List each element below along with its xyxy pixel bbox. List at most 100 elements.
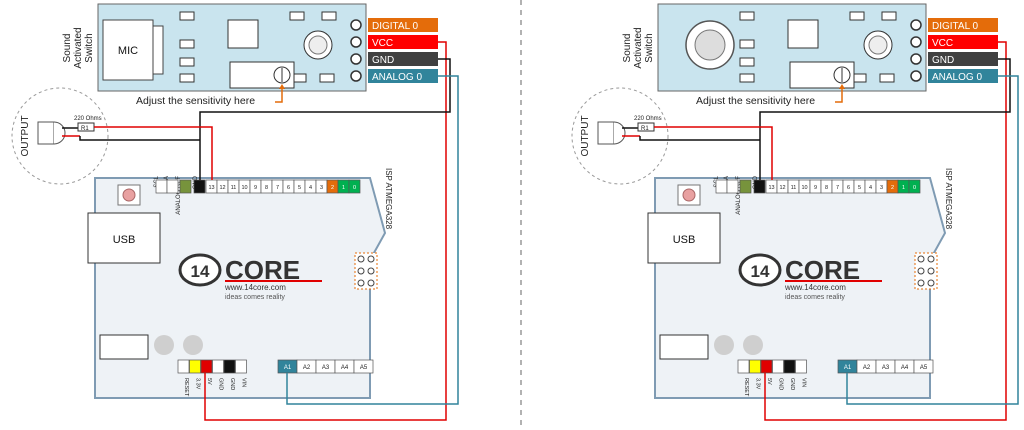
digital-pin-label: 10 xyxy=(241,185,247,191)
sensor-smd-part xyxy=(739,11,755,21)
mic-neck xyxy=(152,25,164,75)
analog-pin xyxy=(353,359,374,374)
power-pin xyxy=(189,359,201,374)
digital-pin-label: 0 xyxy=(353,185,356,191)
isp-pin xyxy=(927,267,935,275)
power-pin xyxy=(772,359,784,374)
digital-pin-label: 4 xyxy=(309,185,312,191)
output-label: OUTPUT xyxy=(20,115,31,156)
digital-pin-label: 9 xyxy=(814,185,817,191)
power-pin xyxy=(737,359,750,374)
power-pin-label: 5V xyxy=(206,378,212,385)
led-dome xyxy=(613,121,626,145)
logo-tagline: ideas comes reality xyxy=(225,294,285,301)
sensor-smd-part xyxy=(739,57,755,67)
isp-pin xyxy=(917,279,925,287)
capacitor xyxy=(183,335,203,355)
power-pin xyxy=(177,359,190,374)
sensor-smd-part xyxy=(319,73,335,83)
power-pin-label: RESET xyxy=(183,378,189,397)
header-slot xyxy=(155,179,168,194)
mic-capsule-inner xyxy=(694,29,726,61)
power-pin-label: GND xyxy=(778,378,784,390)
digital-pin-label: 6 xyxy=(847,185,850,191)
digital-pin-label: 13 xyxy=(208,185,214,191)
usb-label: USB xyxy=(113,234,136,246)
power-jack xyxy=(659,334,709,360)
sensor-pin-label: DIGITAL 0 xyxy=(932,21,979,32)
sensor-pin-box xyxy=(368,35,438,49)
analog-pin xyxy=(913,359,934,374)
resistor-value: 220 Ohms xyxy=(634,116,662,122)
digital-pin-label: 3 xyxy=(320,185,323,191)
isp-pin xyxy=(917,267,925,275)
led-body xyxy=(37,121,55,145)
sensor-header-pin xyxy=(910,70,922,82)
usb-connector xyxy=(87,212,161,264)
sensor-chip xyxy=(787,19,819,49)
logo-number: 14 xyxy=(191,262,210,281)
sensor-pin-box xyxy=(928,69,998,83)
sensor-header-pin xyxy=(910,19,922,31)
led-outline xyxy=(11,87,109,185)
sensor-smd-part xyxy=(879,73,895,83)
sensor-header-pin xyxy=(910,53,922,65)
digital-pin-label: 7 xyxy=(276,185,279,191)
digital-pin-label: 2 xyxy=(331,185,334,191)
power-pin-label: GND xyxy=(789,378,795,390)
header-slot xyxy=(715,179,728,194)
logo-number: 14 xyxy=(751,262,770,281)
isp-pin xyxy=(357,255,365,263)
wire-led-cathode xyxy=(639,136,760,141)
wire-led-anode xyxy=(94,126,213,180)
sensitivity-hint: Adjust the sensitivity here xyxy=(136,95,255,107)
isp-pin xyxy=(367,279,375,287)
analog-pin-label: A4 xyxy=(901,365,909,371)
sensor-pin-label: ANALOG 0 xyxy=(932,72,982,83)
sensor-pin-box xyxy=(928,52,998,66)
hint-arrow xyxy=(835,86,843,103)
sensor-pin-box xyxy=(928,35,998,49)
hint-arrowhead xyxy=(279,84,285,89)
logo-badge xyxy=(738,253,782,287)
analog-pin-label: A1 xyxy=(284,365,292,371)
isp-pin xyxy=(927,255,935,263)
sensor-header-pin xyxy=(350,70,362,82)
sensor-title-line: Activated xyxy=(633,27,644,68)
sensor-header-pin xyxy=(350,36,362,48)
sensor-led-inner xyxy=(868,35,888,55)
digital-pin xyxy=(348,179,361,194)
wire-gnd xyxy=(199,58,451,180)
sensor-smd-part xyxy=(179,11,195,21)
isp-pin xyxy=(367,255,375,263)
resistor-tag: R1 xyxy=(81,126,89,132)
resistor-value: 220 Ohms xyxy=(74,116,102,122)
sensor-smd-part xyxy=(321,11,337,21)
sensor-header-pin xyxy=(350,19,362,31)
sensor-smd-part xyxy=(881,11,897,21)
analog-pin-label: A2 xyxy=(863,365,871,371)
wire-vcc xyxy=(764,41,1007,421)
board-top-label: ANALOG REF xyxy=(736,176,742,215)
mic-label: MIC xyxy=(118,45,138,57)
power-pin xyxy=(760,359,773,374)
power-pin xyxy=(212,359,224,374)
wire-gnd xyxy=(759,58,1011,180)
logo-tagline: ideas comes reality xyxy=(785,294,845,301)
sensor-led-inner xyxy=(308,35,328,55)
sensor-pin-label: DIGITAL 0 xyxy=(372,21,419,32)
digital-pin-label: 1 xyxy=(902,185,905,191)
analog-pin-label: A3 xyxy=(322,365,330,371)
digital-pin-label: 6 xyxy=(287,185,290,191)
sensor-smd-part xyxy=(179,39,195,49)
isp-label: ISP ATMEGA328 xyxy=(944,168,953,230)
digital-pin-label: 11 xyxy=(791,185,797,191)
sensor-smd-part xyxy=(739,39,755,49)
power-pin xyxy=(223,359,236,374)
power-pin-label: GND xyxy=(229,378,235,390)
power-pin-label: VIN xyxy=(801,378,807,387)
sensor-pin-box xyxy=(368,18,438,32)
capacitor xyxy=(714,335,734,355)
